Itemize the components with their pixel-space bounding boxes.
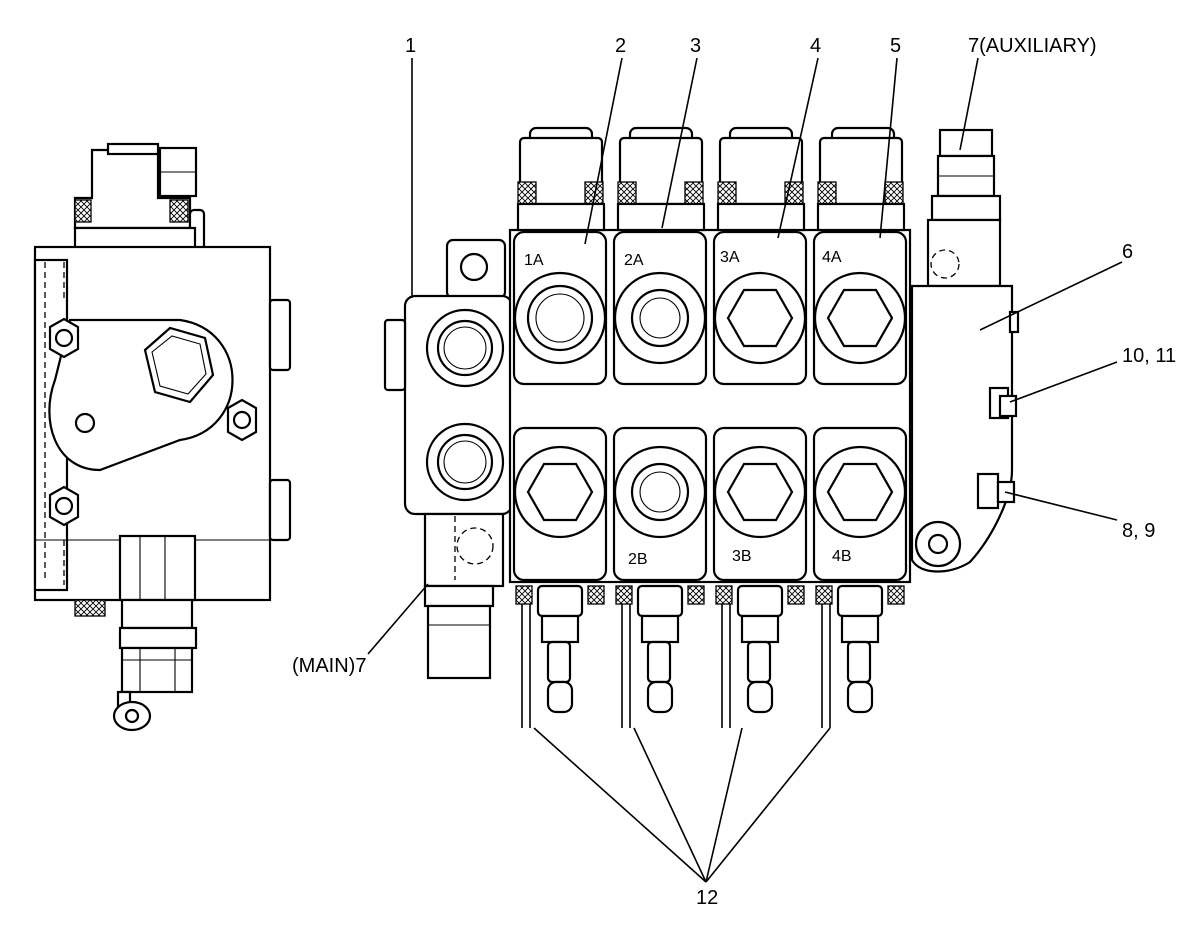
- inlet-block: [383, 238, 514, 680]
- callout-7-main: (MAIN)7: [292, 655, 366, 677]
- leader-lines: [367, 57, 1123, 883]
- front-view: 1A 2A 3A 4A 2B 3B 4B: [383, 126, 1020, 728]
- port-label-4b: 4B: [832, 548, 852, 565]
- callout-5: 5: [890, 35, 901, 57]
- side-bolt-top-icon: [48, 317, 80, 359]
- port-label-4a: 4A: [822, 249, 842, 266]
- valve-section-2: [612, 126, 708, 728]
- callout-1: 1: [405, 35, 416, 57]
- side-bolt-bottom-icon: [48, 485, 80, 527]
- port-label-1a: 1A: [524, 252, 544, 269]
- valve-section-1: [512, 126, 608, 728]
- callout-10-11: 10, 11: [1122, 345, 1176, 367]
- port-label-2b: 2B: [628, 551, 648, 568]
- side-view: [33, 142, 292, 732]
- callout-12: 12: [696, 887, 718, 909]
- callout-4: 4: [810, 35, 821, 57]
- port-label-3a: 3A: [720, 249, 740, 266]
- callout-6: 6: [1122, 241, 1133, 263]
- end-cover: [910, 128, 1020, 573]
- port-label-2a: 2A: [624, 252, 644, 269]
- callout-2: 2: [615, 35, 626, 57]
- valve-section-3: [712, 126, 808, 728]
- callout-7-auxiliary: 7(AUXILIARY): [968, 35, 1097, 57]
- side-bolt-mid-icon: [226, 398, 258, 442]
- port-label-3b: 3B: [732, 548, 752, 565]
- valve-section-4: [812, 126, 908, 728]
- callout-3: 3: [690, 35, 701, 57]
- callout-8-9: 8, 9: [1122, 520, 1155, 542]
